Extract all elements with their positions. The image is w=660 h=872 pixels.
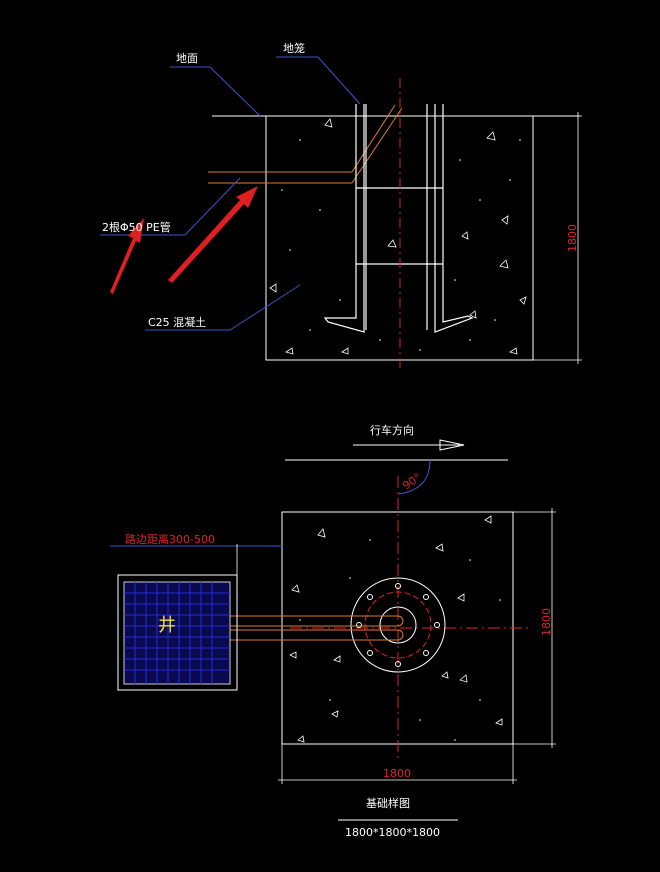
anchor-cage: [323, 104, 474, 333]
label-pe-pipe: 2根Φ50 PE管: [102, 220, 171, 234]
concrete-hatch: [269, 118, 527, 355]
direction-arrow-icon: [285, 439, 508, 461]
dim-height-label: 1800: [566, 224, 579, 252]
plan-hatch: [289, 515, 503, 743]
angle-label: 90°: [400, 471, 423, 493]
dim-bottom-label: 1800: [383, 767, 411, 780]
plan-dim-bottom: [278, 744, 517, 784]
well-char: 井: [158, 615, 176, 636]
drawing-title: 基础样图: [366, 796, 410, 810]
label-distance: 路边距离300-500: [125, 532, 215, 546]
pe-pipe-bend: [351, 104, 403, 184]
section-view: 地面 地笼 2根Φ50 PE管 C25 混凝土 1800: [100, 41, 582, 372]
plan-view: 行车方向 90°: [110, 423, 556, 839]
leaders: [100, 56, 361, 331]
red-arrow-icon-2: [168, 186, 258, 283]
plan-dim-right: [513, 508, 556, 748]
anchor-plate: [350, 577, 446, 673]
well-grid: [124, 582, 230, 684]
plan-dots: [299, 539, 501, 741]
concrete-dots: [281, 139, 521, 351]
label-anchor-cage: 地笼: [283, 41, 305, 55]
well: 井: [117, 574, 238, 691]
label-concrete: C25 混凝土: [148, 315, 206, 329]
red-arrow-icon-1: [110, 218, 144, 294]
angle-arc: [397, 459, 431, 495]
label-direction: 行车方向: [370, 423, 414, 437]
red-pointer-arrows: [110, 186, 258, 294]
drawing-subtitle: 1800*1800*1800: [345, 826, 440, 839]
height-dimension: [533, 112, 582, 364]
dim-right-label: 1800: [540, 608, 553, 636]
label-ground: 地面: [176, 52, 198, 65]
